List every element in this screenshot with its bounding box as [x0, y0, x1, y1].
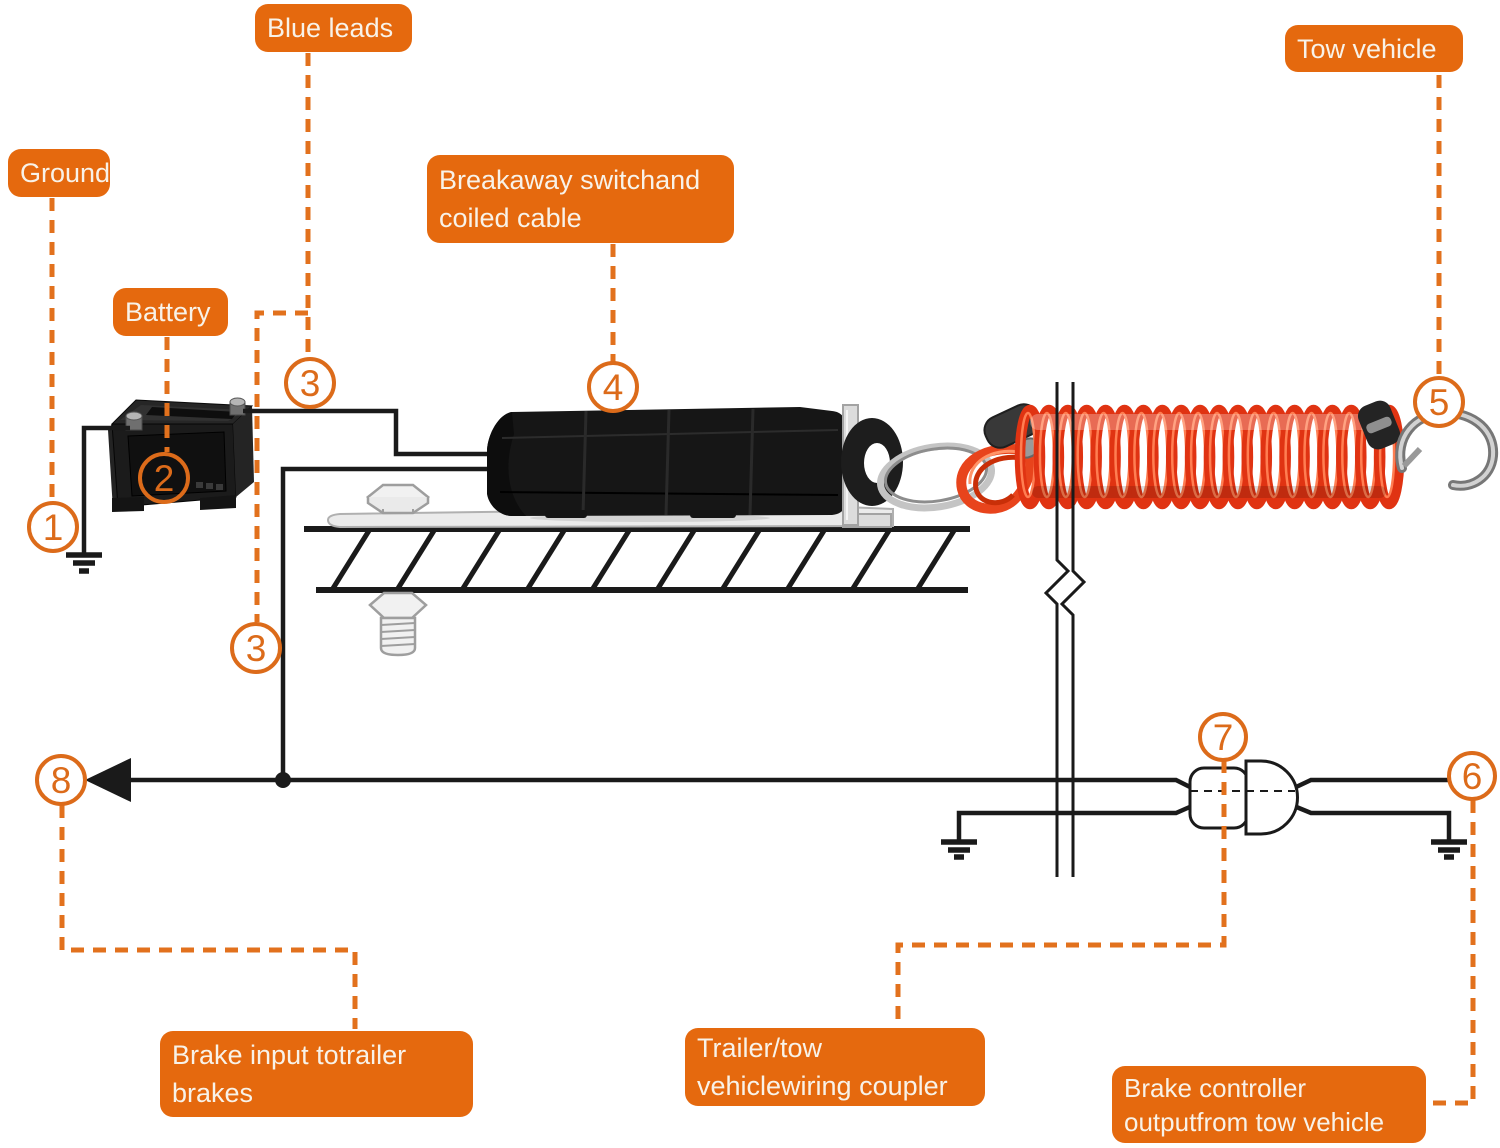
wire-brake-line	[128, 777, 1194, 791]
svg-text:1: 1	[43, 507, 64, 548]
callout-brake-controller: Brake controller outputfrom tow vehicle	[1112, 1066, 1426, 1143]
ground-symbol-trailer	[941, 839, 977, 860]
callout-ground-text: Ground	[20, 158, 111, 188]
callout-brake-input-line1: Brake input totrailer	[172, 1040, 407, 1070]
callout-wiring-coupler-line1: Trailer/tow	[697, 1033, 823, 1063]
svg-text:3: 3	[246, 628, 267, 669]
battery-terminal-positive	[229, 397, 246, 416]
callout-breakaway-switch: Breakaway switchand coiled cable	[427, 155, 734, 243]
switch-foot	[545, 510, 587, 518]
marker-1: 1	[27, 501, 79, 553]
coupler-plug	[1188, 766, 1250, 830]
battery-terminal-negative	[125, 411, 143, 431]
callout-brake-input: Brake input totrailer brakes	[160, 1031, 473, 1117]
callout-ground: Ground	[8, 149, 110, 197]
svg-text:5: 5	[1429, 382, 1450, 423]
connector-coupler	[895, 760, 1227, 1026]
divider-break-lines	[1043, 382, 1087, 877]
ground-symbol-battery	[66, 552, 102, 574]
svg-text:3: 3	[300, 363, 321, 404]
callout-battery-text: Battery	[125, 297, 211, 327]
callout-wiring-coupler: Trailer/tow vehiclewiring coupler	[685, 1028, 985, 1106]
callout-breakaway-line1: Breakaway switchand	[439, 165, 701, 195]
connector-brake-controller	[1428, 800, 1476, 1106]
wire-coupler-ground-right	[1293, 803, 1452, 840]
bolt-top	[365, 483, 431, 515]
coupler-socket	[1244, 759, 1299, 836]
breakaway-switch	[487, 407, 845, 518]
carabiner-hook	[1395, 407, 1499, 491]
marker-3a: 3	[284, 357, 336, 409]
arrow-to-trailer-brakes	[85, 758, 131, 802]
callout-wiring-coupler-line2: vehiclewiring coupler	[697, 1071, 948, 1101]
wiring	[66, 408, 1467, 860]
svg-text:2: 2	[154, 458, 175, 499]
wire-battery-to-ground	[81, 425, 130, 554]
callout-tow-vehicle: Tow vehicle	[1285, 25, 1463, 72]
callout-blue-leads-text: Blue leads	[267, 13, 394, 43]
marker-2: 2	[138, 452, 190, 504]
switch-grooves	[581, 408, 755, 516]
wire-coupler-to-controller	[1293, 777, 1450, 791]
wire-coupler-ground-left	[956, 803, 1193, 840]
callout-brake-controller-line1: Brake controller	[1124, 1072, 1307, 1103]
wire-switch-to-brake-line	[280, 466, 487, 780]
svg-text:6: 6	[1462, 756, 1483, 797]
callout-connectors	[49, 53, 1476, 1106]
coiled-cable	[1014, 400, 1405, 510]
svg-text:7: 7	[1213, 717, 1234, 758]
callout-tow-vehicle-text: Tow vehicle	[1297, 33, 1437, 64]
hatch-lines	[329, 527, 958, 592]
markers: 1 2 3 3 4 5 6 7	[27, 357, 1497, 806]
marker-5: 5	[1413, 376, 1465, 428]
connector-brake-input	[59, 805, 358, 1029]
lanyard-loop	[956, 443, 1036, 514]
marker-6: 6	[1447, 751, 1497, 801]
svg-text:8: 8	[51, 760, 72, 801]
callout-brake-controller-line2: outputfrom tow vehicle	[1124, 1106, 1385, 1137]
carabiner-gate	[1401, 446, 1423, 469]
breakaway-pin-assembly	[841, 403, 1041, 514]
callout-brake-input-line2: brakes	[172, 1078, 254, 1108]
wire-battery-to-switch	[243, 408, 487, 457]
bolt-bottom	[368, 591, 428, 657]
connector-blue-leads-b	[254, 310, 308, 622]
battery-illustration	[108, 397, 254, 512]
marker-7: 7	[1198, 712, 1248, 762]
callout-battery: Battery	[113, 288, 228, 336]
marker-4: 4	[587, 361, 639, 413]
wire-junction-dot	[275, 772, 291, 788]
svg-text:4: 4	[603, 367, 624, 408]
ground-symbol-vehicle	[1431, 839, 1467, 860]
trailer-tongue	[304, 526, 970, 593]
coupler-symbol	[1188, 759, 1299, 836]
callout-blue-leads: Blue leads	[255, 4, 412, 52]
marker-8: 8	[35, 754, 87, 806]
callout-breakaway-line2: coiled cable	[439, 203, 582, 233]
switch-foot	[690, 510, 736, 518]
marker-3b: 3	[230, 622, 282, 674]
